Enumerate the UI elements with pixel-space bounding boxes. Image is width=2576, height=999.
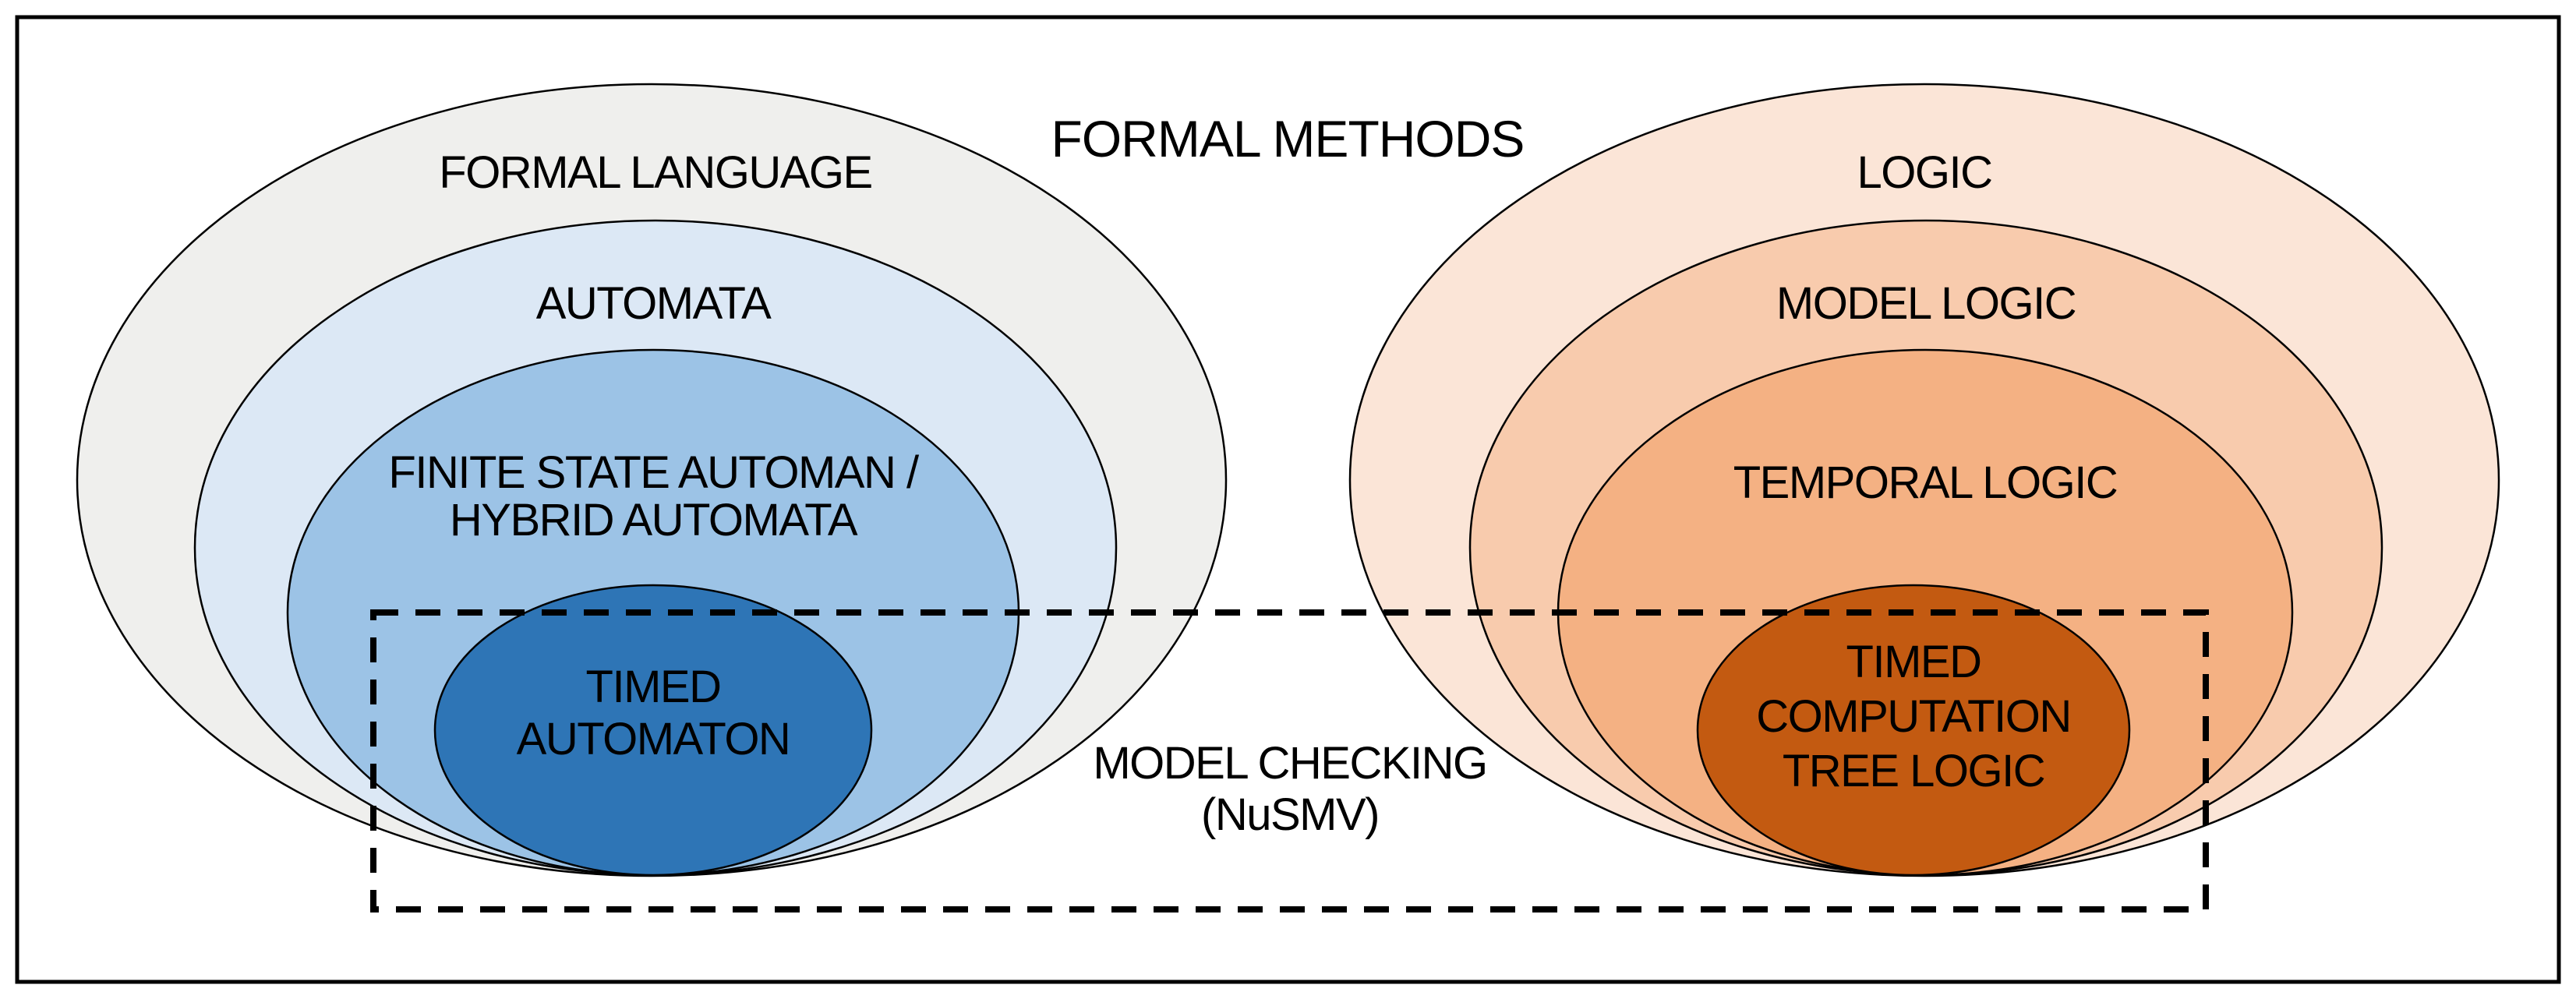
- finite-state-automata-label-line1: FINITE STATE AUTOMAN /: [388, 447, 920, 498]
- timed-computation-tree-logic-ellipse: [1696, 584, 2131, 877]
- timed-automaton-label-line1: TIMED: [586, 662, 721, 712]
- timed-ctl-label-line2: COMPUTATION: [1756, 691, 2070, 742]
- model-checking-dashed-region: [370, 609, 2209, 913]
- automata-label: AUTOMATA: [536, 278, 772, 329]
- model-checking-label-line1: MODEL CHECKING: [1093, 738, 1486, 789]
- formal-language-label: FORMAL LANGUAGE: [439, 147, 871, 198]
- model-checking-label-line2: (NuSMV): [1201, 789, 1379, 840]
- timed-automaton-ellipse: [433, 584, 873, 877]
- model-logic-label: MODEL LOGIC: [1776, 278, 2076, 329]
- temporal-logic-label: TEMPORAL LOGIC: [1733, 457, 2118, 508]
- finite-state-automata-label-line2: HYBRID AUTOMATA: [450, 495, 858, 545]
- diagram-border: [15, 15, 2561, 984]
- diagram-title: FORMAL METHODS: [1051, 110, 1525, 168]
- timed-ctl-label-line1: TIMED: [1846, 637, 1981, 687]
- timed-ctl-label-line3: TREE LOGIC: [1783, 746, 2044, 796]
- timed-automaton-label-line2: AUTOMATON: [517, 714, 790, 764]
- logic-label: LOGIC: [1857, 147, 1992, 198]
